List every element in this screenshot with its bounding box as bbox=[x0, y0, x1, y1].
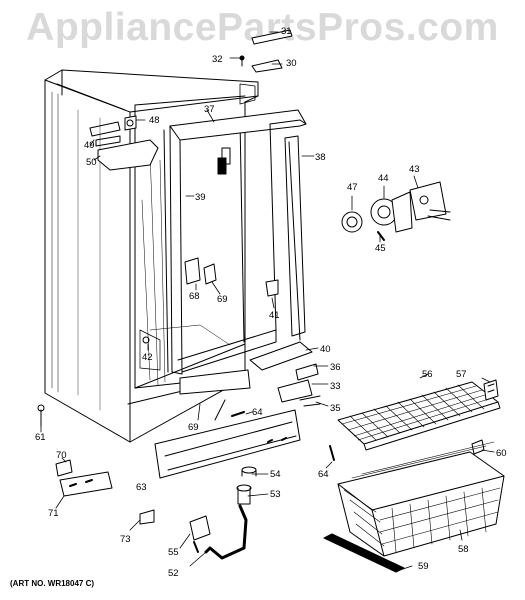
shelf-clips bbox=[471, 379, 499, 455]
callout-30: 30 bbox=[286, 58, 297, 69]
kick-strip bbox=[323, 533, 405, 573]
door-gasket bbox=[169, 109, 307, 375]
callout-70: 70 bbox=[56, 450, 67, 461]
callout-68: 68 bbox=[189, 291, 200, 302]
callout-42: 42 bbox=[142, 352, 153, 363]
callout-71: 71 bbox=[48, 508, 59, 519]
latch-assembly bbox=[142, 257, 279, 344]
callout-45: 45 bbox=[375, 243, 386, 254]
callout-61: 61 bbox=[35, 432, 46, 443]
callout-labels: 32 31 30 37 48 49 50 38 39 47 44 43 45 6… bbox=[35, 26, 507, 579]
callout-39: 39 bbox=[195, 192, 206, 203]
callout-69-lower: 69 bbox=[188, 422, 199, 433]
callout-41: 41 bbox=[269, 310, 280, 321]
cabinet bbox=[44, 69, 259, 443]
callout-63: 63 bbox=[136, 482, 147, 493]
callout-53: 53 bbox=[270, 489, 281, 500]
callout-37: 37 bbox=[204, 104, 215, 115]
base-panel bbox=[154, 399, 301, 479]
callout-31: 31 bbox=[281, 26, 292, 37]
callout-50: 50 bbox=[86, 157, 97, 168]
callout-48: 48 bbox=[149, 115, 160, 126]
drain-assembly bbox=[189, 466, 257, 560]
callout-33: 33 bbox=[330, 381, 341, 392]
callout-60: 60 bbox=[496, 448, 507, 459]
callout-58: 58 bbox=[458, 544, 469, 555]
callout-73: 73 bbox=[120, 534, 131, 545]
top-hinge bbox=[239, 29, 293, 73]
callout-69: 69 bbox=[217, 294, 228, 305]
leader-lines bbox=[40, 31, 495, 571]
shelf-bracket bbox=[89, 115, 159, 171]
callout-36: 36 bbox=[330, 362, 341, 373]
callout-64-lower: 64 bbox=[318, 469, 329, 480]
callout-35: 35 bbox=[330, 403, 341, 414]
thermostat-assembly bbox=[341, 181, 451, 241]
callout-47: 47 bbox=[347, 182, 358, 193]
wire-basket bbox=[337, 441, 505, 557]
callout-32: 32 bbox=[212, 54, 223, 65]
art-number-caption: (ART NO. WR18047 C) bbox=[10, 579, 95, 588]
callout-38: 38 bbox=[315, 152, 326, 163]
callout-44: 44 bbox=[378, 173, 389, 184]
screws bbox=[231, 411, 335, 461]
trim-strip bbox=[284, 135, 306, 341]
callout-52: 52 bbox=[168, 568, 179, 579]
callout-54: 54 bbox=[270, 469, 281, 480]
wire-shelf bbox=[337, 381, 501, 451]
leveling-leg bbox=[37, 404, 45, 427]
callout-49: 49 bbox=[84, 140, 95, 151]
callout-64-upper: 64 bbox=[252, 407, 263, 418]
callout-56: 56 bbox=[422, 369, 433, 380]
callout-43: 43 bbox=[409, 164, 420, 175]
callout-40: 40 bbox=[320, 344, 331, 355]
callout-55: 55 bbox=[168, 547, 179, 558]
callout-59: 59 bbox=[418, 561, 429, 572]
callout-57: 57 bbox=[456, 369, 467, 380]
bottom-trim bbox=[179, 341, 321, 407]
